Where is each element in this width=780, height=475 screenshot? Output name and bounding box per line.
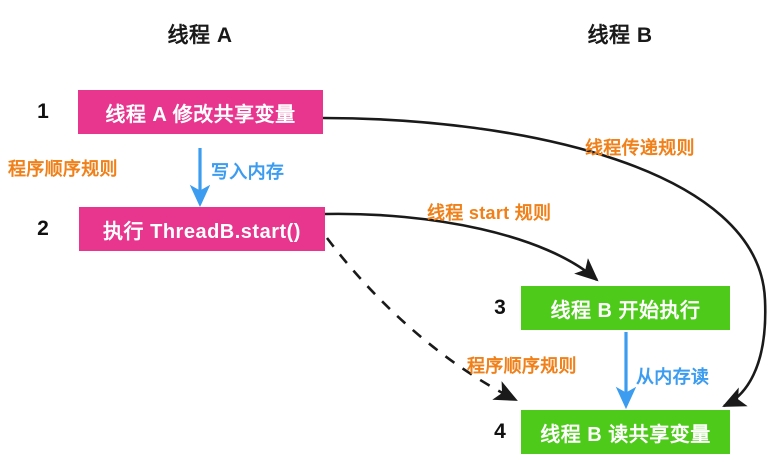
edge-label-read-from-memory: 从内存读 (636, 367, 710, 387)
edge-label-write-to-memory: 写入内存 (211, 162, 285, 182)
edge-label-program-order-b: 程序顺序规则 (467, 356, 577, 376)
step-number-3: 3 (494, 296, 506, 319)
node-execute-threadb-start[interactable]: 执行 ThreadB.start() (79, 207, 325, 251)
column-title-thread-a: 线程 A (167, 24, 233, 47)
column-title-thread-b: 线程 B (587, 24, 653, 47)
step-number-2: 2 (37, 217, 49, 240)
node-thread-b-begin-exec[interactable]: 线程 B 开始执行 (521, 286, 730, 330)
node-thread-a-modify-shared-var[interactable]: 线程 A 修改共享变量 (78, 90, 323, 134)
node-thread-b-read-shared-var[interactable]: 线程 B 读共享变量 (521, 410, 730, 454)
edge-label-thread-start-rule: 线程 start 规则 (427, 203, 552, 223)
edge-label-thread-transfer-rule: 线程传递规则 (585, 138, 695, 158)
edge-label-program-order-a: 程序顺序规则 (8, 159, 118, 179)
step-number-1: 1 (37, 100, 49, 123)
step-number-4: 4 (494, 420, 506, 443)
